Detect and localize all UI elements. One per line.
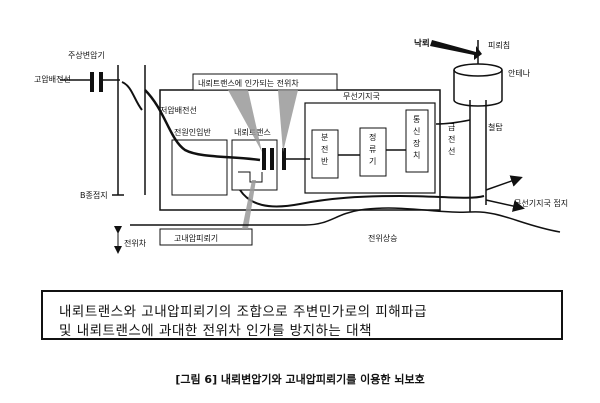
transformer-coil-left [90,72,94,92]
hv-arrester-box [159,228,253,246]
hv-arrester-label: 고내압피뢰기 [174,234,218,243]
potential-rise-label: 전위상승 [368,233,397,243]
potential-diff-label: 전위차 [124,238,147,248]
figure-caption: [그림 6] 내뢰변압기와 고내압피뢰기를 이용한 뇌보호 [175,373,425,386]
ground-potential-curve [130,207,561,233]
rectifier-box [359,127,387,177]
lightning-rod-label: 피뢰침 [488,41,510,50]
description-line-1: 내뢰트랜스와 고내압피뢰기의 조합으로 주변민가로의 피해파급 [59,304,428,320]
comm-device-box [405,109,429,173]
description-line-2: 및 내뢰트랜스에 과대한 전위차 인가를 방지하는 대책 [59,323,372,339]
description-box: 내뢰트랜스와 고내압피뢰기의 조합으로 주변민가로의 피해파급 및 내뢰트랜스에… [41,290,563,340]
lightning-strike-arrow [430,40,482,60]
lightning-trans-box [231,139,278,191]
lv-line-label: 저압배전선 [160,105,197,115]
callout-label: 내뢰트랜스에 인가되는 전위차 [198,78,299,88]
distribution-panel-box [311,129,339,179]
pole-transformer-group: 주상변압기 고압배전선 B종접지 [34,50,146,200]
antenna-label: 안테나 [508,68,531,78]
transformer-coil-right [99,72,103,92]
callout-box [192,73,338,91]
radio-station-ground-label: 무선기지국 접지 [514,198,568,208]
radio-station-label: 무선기지국 [343,92,380,101]
steel-tower-group [435,40,503,205]
power-inlet-label: 전원인입반 [174,127,211,137]
power-inlet-box [171,139,228,196]
hv-line-label: 고압배전선 [34,74,71,84]
pole-transformer-label: 주상변압기 [68,50,105,60]
b-ground-label: B종접지 [80,190,108,200]
radio-station-box [304,102,436,194]
lightning-strike-label: 낙뢰 [414,38,430,49]
steel-tower-label: 철탑 [488,122,503,132]
